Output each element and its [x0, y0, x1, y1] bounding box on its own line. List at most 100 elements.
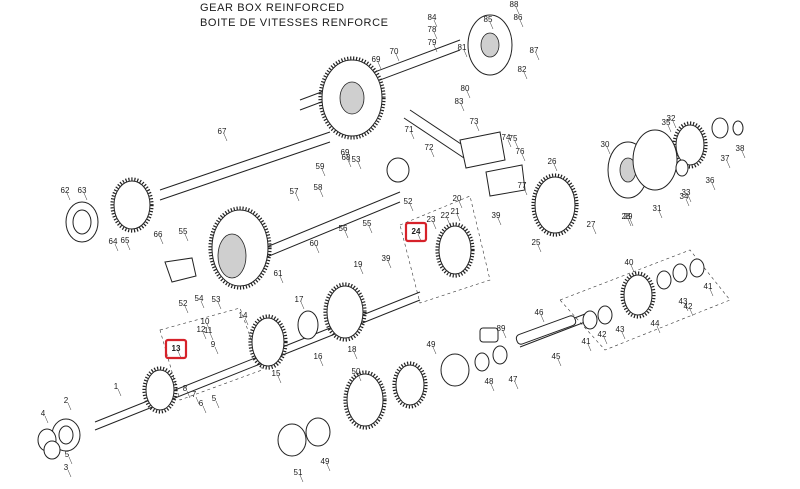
gear-44 [623, 274, 653, 316]
leader-line-part-22 [446, 217, 451, 226]
leader-line-part-65 [126, 242, 131, 251]
part-label-36: 36 [706, 176, 715, 185]
ring-41-lower [582, 310, 598, 330]
leader-line-part-52 [409, 203, 414, 212]
part-label-83: 83 [455, 97, 464, 106]
leader-line-part-18 [353, 351, 358, 360]
leader-line-part-58 [319, 189, 324, 198]
leader-line-part-4 [44, 415, 49, 424]
part-label-63: 63 [78, 186, 87, 195]
gear-81-teeth [208, 206, 272, 290]
leader-line-part-74 [507, 139, 512, 148]
part-label-28: 28 [622, 212, 631, 221]
leader-line-part-30 [606, 146, 611, 155]
part-label-66: 66 [154, 230, 163, 239]
highlight-box-part-24 [404, 221, 428, 243]
gear-69-bore [339, 81, 365, 115]
leader-line-part-34 [685, 198, 690, 207]
leader-line-part-38 [741, 150, 746, 159]
ring-51 [277, 423, 307, 457]
part-label-75: 75 [509, 134, 518, 143]
part-label-20: 20 [453, 194, 462, 203]
part-label-54: 54 [195, 294, 204, 303]
ring-37 [711, 117, 729, 139]
ring-41 [689, 258, 705, 278]
leader-line-part-39 [387, 260, 392, 269]
housing-rear-80-hub [480, 32, 500, 58]
part-label-23: 23 [427, 215, 436, 224]
part-label-70: 70 [390, 47, 399, 56]
leader-line-part-68 [347, 159, 352, 168]
leader-line-part-63 [83, 192, 88, 201]
leader-line-part-26 [553, 163, 558, 172]
part-label-69: 69 [341, 148, 350, 157]
leader-line-part-45 [557, 358, 562, 367]
part-label-15: 15 [272, 369, 281, 378]
part-label-17: 17 [295, 295, 304, 304]
leader-line-part-2 [67, 402, 72, 411]
leader-line-part-42 [689, 308, 694, 317]
part-label-5: 5 [212, 394, 217, 403]
ring-3 [43, 440, 61, 460]
leader-line-part-70 [395, 53, 400, 62]
gear-lower-cluster-teeth [392, 361, 428, 409]
part-label-76: 76 [516, 147, 525, 156]
leader-line-part-48 [490, 383, 495, 392]
leader-line-part-62 [66, 192, 71, 201]
gearbox-line-art [37, 14, 744, 460]
part-label-73: 73 [470, 117, 479, 126]
leader-line-part-41 [587, 343, 592, 352]
part-label-6: 6 [199, 399, 204, 408]
leader-line-part-67 [223, 133, 228, 142]
part-label-67: 67 [218, 127, 227, 136]
part-label-35: 35 [662, 118, 671, 127]
part-label-55: 55 [179, 227, 188, 236]
leader-line-part-61 [279, 275, 284, 284]
part-label-88: 88 [510, 0, 519, 9]
leader-line-part-5 [68, 456, 73, 465]
gear-66 [113, 180, 151, 230]
gear-18-teeth [323, 282, 367, 342]
leader-line-part-14 [244, 317, 249, 326]
part-label-41: 41 [704, 282, 713, 291]
part-label-29: 29 [624, 212, 633, 221]
leader-line-part-36 [711, 182, 716, 191]
part-label-40: 40 [625, 258, 634, 267]
washer-52 [386, 157, 410, 183]
leader-line-part-44 [656, 325, 661, 334]
leader-line-part-49 [432, 346, 437, 355]
leader-line-part-57 [295, 193, 300, 202]
gear-input-1 [145, 369, 175, 411]
leader-line-part-20 [458, 200, 463, 209]
part-label-71: 71 [405, 125, 414, 134]
leader-line-part-53 [357, 161, 362, 170]
part-label-57: 57 [290, 187, 299, 196]
part-label-21: 21 [451, 207, 460, 216]
leader-line-part-16 [319, 358, 324, 367]
leader-line-part-85 [489, 21, 494, 30]
leader-line-part-71 [410, 131, 415, 140]
leader-line-part-10 [206, 323, 211, 332]
leader-line-part-69 [346, 154, 351, 163]
leader-line-part-75 [514, 140, 519, 149]
part-label-45: 45 [552, 352, 561, 361]
bearing-62 [65, 201, 99, 243]
leader-line-part-55 [368, 225, 373, 234]
ring-38 [732, 120, 744, 136]
leader-line-part-13 [177, 350, 182, 359]
gear-44-teeth [620, 271, 656, 319]
part-label-22: 22 [441, 211, 450, 220]
part-label-61: 61 [274, 269, 283, 278]
flange-31 [632, 129, 678, 191]
gear-69-teeth [318, 56, 386, 140]
part-label-52: 52 [179, 299, 188, 308]
leader-line-part-42 [603, 336, 608, 345]
ring-48 [474, 352, 490, 372]
leader-line-part-84 [433, 19, 438, 28]
leader-line-part-49 [326, 463, 331, 472]
shaft-reverse-idler [519, 321, 586, 348]
part-label-85: 85 [484, 15, 493, 24]
part-label-78: 78 [428, 25, 437, 34]
leader-line-part-81 [463, 49, 468, 58]
